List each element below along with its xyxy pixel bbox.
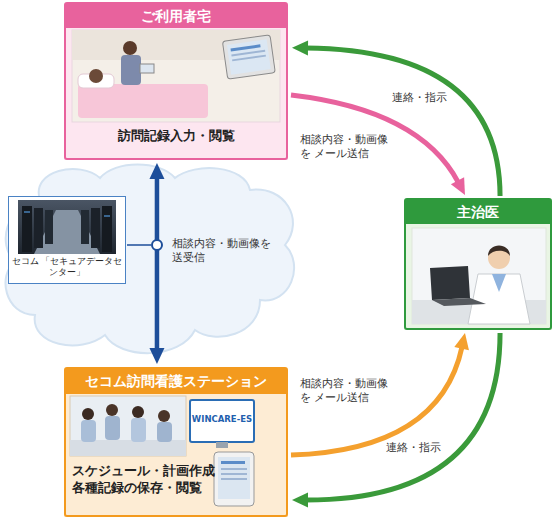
box-heading: 主治医: [406, 200, 550, 224]
arrowhead: [149, 163, 164, 179]
edge-label: 相談内容・動画像を メール送信: [300, 132, 394, 160]
connector-line: [306, 333, 500, 500]
edge-label: 連絡・指示: [386, 440, 448, 454]
arrowhead: [292, 493, 308, 508]
arrowhead: [451, 177, 465, 195]
connector-arrow: [291, 95, 465, 195]
connector-arrow: [149, 163, 164, 364]
box-body: 訪問記録入力・閲覧: [66, 128, 286, 145]
doctor-box: 主治医: [404, 198, 552, 330]
arrowhead: [149, 348, 164, 364]
edge-label: 連絡・指示: [392, 90, 456, 104]
box-body: スケジュール・計画作成 各種記録の保存・閲覧: [72, 463, 222, 497]
datacenter-box: セコム 「セキュアデータセンター」: [8, 196, 126, 284]
edge-label: 相談内容・動画像を メール送信: [300, 376, 394, 404]
screen-label: WINCARE-ES: [191, 414, 253, 424]
connector-line: [291, 95, 458, 183]
edge-label: 相談内容・動画像を 送受信: [172, 236, 276, 264]
connector-line: [291, 347, 462, 455]
connector-arrow: [292, 333, 500, 508]
connector-line: [306, 48, 500, 196]
arrowhead: [292, 40, 308, 55]
home-box: ご利用者宅訪問記録入力・閲覧: [64, 2, 288, 160]
box-heading: セコム訪問看護ステーション: [66, 369, 286, 394]
connector-arrow: [291, 333, 469, 455]
box-heading: ご利用者宅: [66, 4, 286, 28]
box-caption: セコム 「セキュアデータセンター」: [10, 256, 124, 278]
junction-dot: [152, 240, 162, 250]
station-box: セコム訪問看護ステーションスケジュール・計画作成 各種記録の保存・閲覧: [64, 367, 288, 517]
connector-arrow: [292, 40, 500, 196]
cloud-shape: [5, 165, 294, 354]
leader-line: [127, 244, 151, 246]
connector-line: [155, 177, 160, 350]
arrowhead: [454, 333, 469, 350]
